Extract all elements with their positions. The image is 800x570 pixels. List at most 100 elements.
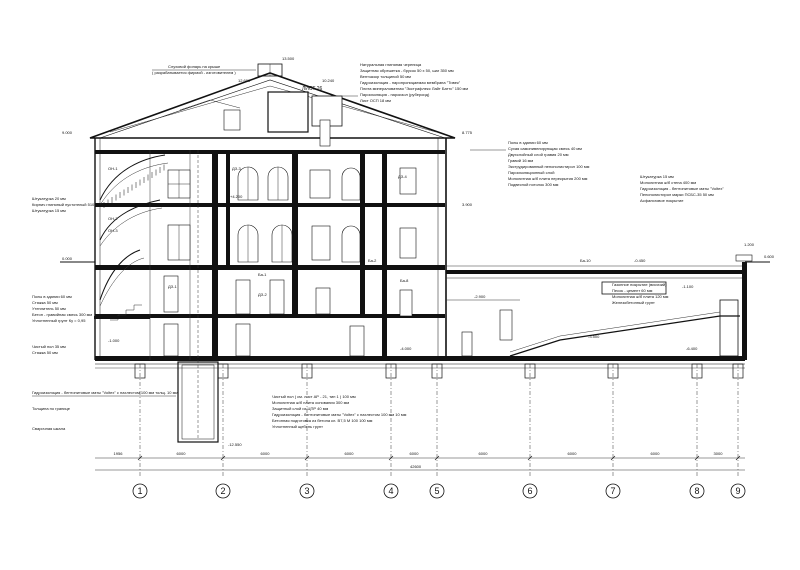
dim-total: 42600 bbox=[410, 464, 422, 469]
dim-value: 6000 bbox=[261, 451, 271, 456]
windows bbox=[167, 119, 417, 263]
axis-bubble bbox=[215, 483, 231, 499]
room-tag: ОН-3 bbox=[108, 228, 118, 233]
left-note-8: Уплотненный грунт Ку = 0,95 bbox=[32, 318, 86, 323]
roof-layer-3: Вентзазор толщиной 50 мм bbox=[360, 74, 411, 79]
dimension-line bbox=[95, 455, 745, 471]
elev-ground: 0.000 bbox=[62, 256, 73, 261]
elevator-pit bbox=[177, 150, 219, 443]
bottom-mid-note-1: Чистый пол ( см. лист АР - 21, тип 1 ) 1… bbox=[272, 394, 356, 399]
dim-value: 6000 bbox=[651, 451, 661, 456]
dim-tick bbox=[527, 455, 533, 461]
roof-layer-4: Гидроизоляция - паропроницаемая мембрана… bbox=[360, 80, 461, 85]
axis-label: 8 bbox=[694, 486, 699, 496]
elev-right-b: 0.600 bbox=[764, 254, 775, 259]
right-mid-note-2: Монолитная ж/б стена 400 мм bbox=[640, 180, 696, 185]
dim-tick bbox=[304, 455, 310, 461]
dim-tick bbox=[735, 455, 741, 461]
axis-bubble bbox=[383, 483, 399, 499]
exterior-stair bbox=[94, 154, 169, 321]
lantern-label: Слуховой фонарь на крыше bbox=[168, 64, 221, 69]
axis-label: 7 bbox=[610, 486, 615, 496]
axis-label: 6 bbox=[527, 486, 532, 496]
elev-eave-r: 8.775 bbox=[462, 130, 473, 135]
axis-bubble bbox=[132, 483, 148, 499]
doors bbox=[163, 275, 413, 357]
dim-value: 6000 bbox=[568, 451, 578, 456]
left-note-7: Бетон - гравийная смесь 300 мм bbox=[32, 312, 92, 317]
dim-value: 6000 bbox=[177, 451, 187, 456]
sheet-ref: ЛИСТ 26 bbox=[302, 86, 323, 92]
elev-right-d: -2.900 bbox=[474, 294, 486, 299]
room-tag: ОН-1 bbox=[108, 166, 118, 171]
axis-bubble bbox=[730, 483, 746, 499]
axis-bubble bbox=[605, 483, 621, 499]
right-note-1: Полы в здании 60 мм bbox=[508, 140, 548, 145]
bottom-left-note-2: Толщина по границе bbox=[32, 406, 71, 411]
lantern-sub-label: ( разрабатывается фирмой - изготовителем… bbox=[152, 70, 236, 75]
room-tag: ДЗ-1 bbox=[168, 284, 177, 289]
dim-tick bbox=[610, 455, 616, 461]
room-tag: Ба-2 bbox=[368, 258, 377, 263]
elev-right-e: -3.500 bbox=[588, 334, 600, 339]
bottom-mid-note-4: Гидроизоляция - бентонитовые маты "Volte… bbox=[272, 412, 407, 417]
elev-right-f: -6.400 bbox=[686, 346, 698, 351]
room-tag: ДЗ-2 bbox=[258, 292, 267, 297]
elev-top-a: 12.600 bbox=[238, 78, 251, 83]
dim-tick bbox=[434, 455, 440, 461]
annotations: Слуховой фонарь на крыше ( разрабатывает… bbox=[32, 56, 775, 469]
bottom-left-note-3: Сварочная шкала bbox=[32, 426, 66, 431]
elev-right-a: 1.200 bbox=[744, 242, 755, 247]
bottom-mid-note-2: Монолитная ж/б плита основания 300 мм bbox=[272, 400, 349, 405]
left-note-6: Утеплитель 50 мм bbox=[32, 306, 66, 311]
right-mid-note-4: Пенополистирол марки ПСБС-35 50 мм bbox=[640, 192, 714, 197]
roof-layer-1: Натуральная глиняная черепица bbox=[360, 62, 422, 67]
axis-label: 9 bbox=[735, 486, 740, 496]
bottom-mid-note-5: Бетонная подготовка из бетона кл. В7,5 М… bbox=[272, 418, 373, 423]
room-tag: Ба-1 bbox=[258, 272, 267, 277]
roof-layer-5: Плита минераловатная "Экстрафлекс Лайт Б… bbox=[360, 86, 468, 91]
ramp-note-1: Газонное покрытие (висячий) bbox=[612, 282, 667, 287]
dim-value: 6000 bbox=[410, 451, 420, 456]
main-building bbox=[94, 138, 745, 361]
elev-top-b: 10.240 bbox=[322, 78, 335, 83]
left-note-2: Кирпич глиняный пустотелый 510 мм bbox=[32, 202, 101, 207]
axis-label: 5 bbox=[434, 486, 439, 496]
ramp-note-2: Песок - цемент 60 мм bbox=[612, 288, 653, 293]
right-note-7: Монолитная ж/б плита перекрытия 200 мм bbox=[508, 176, 588, 181]
elev-right-g: -1.100 bbox=[682, 284, 694, 289]
dim-tick bbox=[694, 455, 700, 461]
elev-lvl-b: 3.900 bbox=[462, 202, 473, 207]
room-tag: ДЗ-3 bbox=[232, 166, 241, 171]
axis-lines bbox=[139, 364, 739, 478]
axis-bubble bbox=[429, 483, 445, 499]
right-note-6: Пароизоляционный слой bbox=[508, 170, 554, 175]
room-tag: ОН-2 bbox=[108, 216, 118, 221]
ramp-note-4: Железобетонный грунт bbox=[612, 300, 655, 305]
dim-value: 6000 bbox=[345, 451, 355, 456]
dim-tick bbox=[137, 455, 143, 461]
dim-tick bbox=[220, 455, 226, 461]
ramp-note-3: Монолитная ж/б плита 120 мм bbox=[612, 294, 669, 299]
dim-tick bbox=[388, 455, 394, 461]
axis-bubble bbox=[299, 483, 315, 499]
right-note-2: Сухая самонивелирующая смесь 40 мм bbox=[508, 146, 582, 151]
left-note-4: Полы в здании 60 мм bbox=[32, 294, 72, 299]
right-note-3: Двухслойный слой гравия 20 мм bbox=[508, 152, 569, 157]
room-tag: Ба-8 bbox=[400, 278, 409, 283]
right-note-5: Экструдированный пенополистирол 100 мм bbox=[508, 164, 590, 169]
axis-bubble bbox=[689, 483, 705, 499]
axis-label: 2 bbox=[220, 486, 225, 496]
axis-label: 1 bbox=[137, 486, 142, 496]
elev-ridge: 13.500 bbox=[282, 56, 295, 61]
elev-eave-l: 9.000 bbox=[62, 130, 73, 135]
right-note-8: Подвесной потолок 300 мм bbox=[508, 182, 559, 187]
right-note-4: Гравий 16 мм bbox=[508, 158, 533, 163]
dim-value: 1956 bbox=[114, 451, 124, 456]
bottom-left-note-1: Гидроизоляция - бентонитовые маты "Volte… bbox=[32, 390, 178, 395]
right-wing bbox=[446, 254, 753, 360]
left-note-10: Стяжка 50 мм bbox=[32, 350, 58, 355]
elev-base-r: -4.000 bbox=[400, 346, 412, 351]
